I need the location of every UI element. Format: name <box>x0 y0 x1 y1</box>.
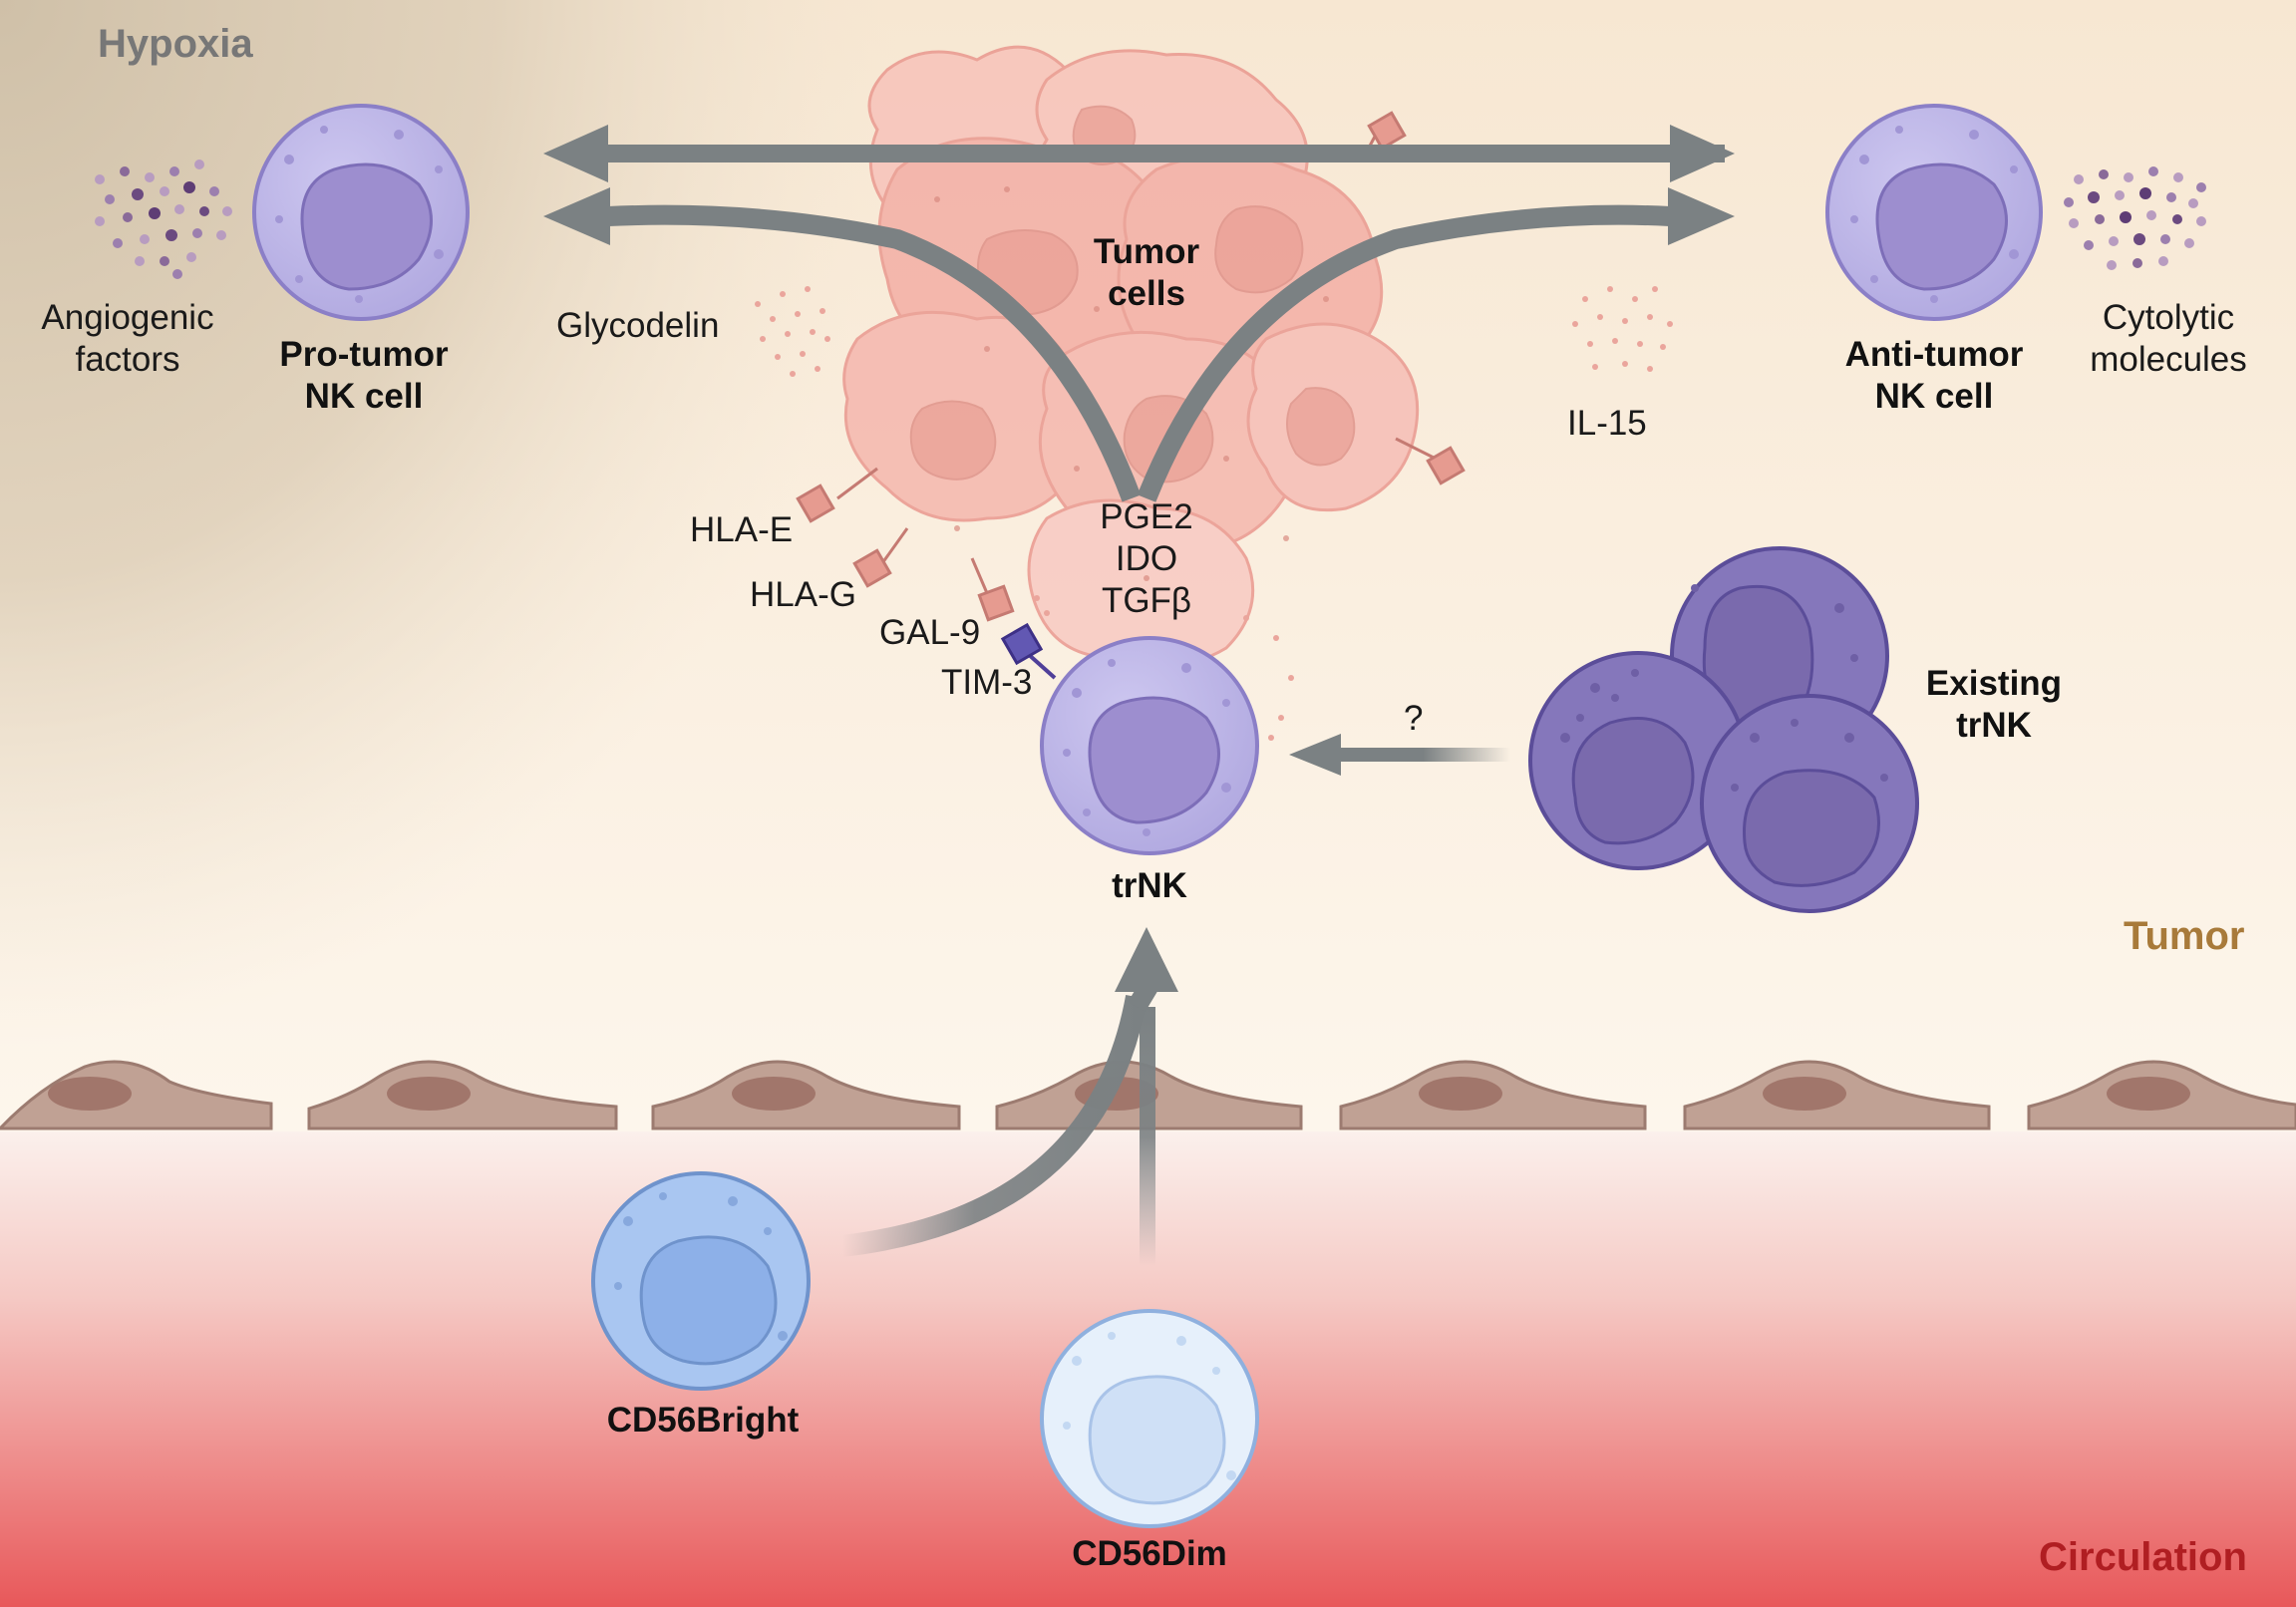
endothelial-cell <box>1339 1060 1647 1130</box>
pge2-label: PGE2 <box>1100 497 1193 536</box>
endothelial-cell <box>1683 1060 1991 1130</box>
hla-e-label: HLA-E <box>690 510 794 549</box>
soluble-factor-dots <box>1034 595 1294 741</box>
cytolytic-line2: molecules <box>2090 340 2247 379</box>
unknown-origin-marker: ? <box>1404 699 1424 738</box>
anti-tumor-nk-label: Anti-tumor NK cell <box>1834 334 2034 418</box>
cd56bright-cell <box>591 1171 811 1391</box>
tgfb-label: TGFβ <box>1101 581 1192 620</box>
curved-arrow-to-anti-tumor <box>1137 187 1735 502</box>
existing-trnk-label-line2: trNK <box>1956 706 2032 745</box>
arrow-cd56dim-to-trnk <box>1140 1007 1155 1266</box>
arrow-head-up <box>1115 927 1178 992</box>
existing-trnk-cell <box>1700 694 1919 913</box>
pro-tumor-nk-cell <box>252 104 470 321</box>
angiogenic-factor-dots <box>95 160 232 279</box>
anti-tumor-label-line1: Anti-tumor <box>1844 335 2024 374</box>
tumor-nucleus <box>1286 387 1356 467</box>
ido-label: IDO <box>1115 539 1178 578</box>
pro-tumor-nk-label: Pro-tumor NK cell <box>264 334 464 418</box>
endothelial-cell <box>307 1060 618 1130</box>
existing-trnk-cell <box>1528 651 1748 870</box>
soluble-factors-label: PGE2 IDO TGFβ <box>1087 496 1206 622</box>
cd56dim-label: CD56Dim <box>1072 1534 1227 1573</box>
anti-tumor-nk-cell <box>1825 104 2043 321</box>
endothelial-cell <box>651 1060 961 1130</box>
pro-tumor-label-line2: NK cell <box>304 377 424 416</box>
trnk-label: trNK <box>1112 866 1187 905</box>
il15-dots <box>1572 286 1673 372</box>
arrow-cd56bright-to-trnk <box>840 995 1148 1257</box>
cytolytic-molecule-dots <box>2064 166 2206 270</box>
tumor-cells-label-line2: cells <box>1108 274 1185 313</box>
tumor-cell <box>1027 498 1255 668</box>
hla-g-label: HLA-G <box>750 575 856 614</box>
cd56dim-cell <box>1040 1309 1259 1528</box>
pro-tumor-label-line1: Pro-tumor <box>279 335 449 374</box>
tim3-label: TIM-3 <box>941 663 1033 702</box>
endothelium-layer <box>0 1060 2296 1130</box>
trnk-cell <box>1040 636 1259 855</box>
tumor-cells-label-line1: Tumor <box>1093 232 1200 271</box>
arrow-existing-to-trnk <box>1289 734 1510 776</box>
cytolytic-molecules-label: Cytolytic molecules <box>2069 297 2268 381</box>
glycodelin-label: Glycodelin <box>556 306 720 345</box>
tumor-cells-label: Tumor cells <box>1087 231 1206 315</box>
cd56bright-label: CD56Bright <box>606 1401 800 1440</box>
tim3-receptor <box>1000 622 1057 680</box>
hypoxia-label: Hypoxia <box>98 22 253 66</box>
existing-trnk-cluster <box>1528 546 1919 913</box>
curved-arrow-to-pro-tumor <box>543 187 1142 502</box>
arrows <box>543 125 1735 1266</box>
tumor-cells-cluster <box>842 45 1420 668</box>
cytolytic-line1: Cytolytic <box>2102 298 2235 337</box>
gal9-label: GAL-9 <box>879 613 981 652</box>
circulation-label: Circulation <box>2039 1535 2247 1579</box>
il15-label: IL-15 <box>1567 404 1647 443</box>
tumor-nucleus <box>1214 205 1304 294</box>
endothelial-cell <box>0 1060 273 1130</box>
angiogenic-factors-label: Angiogenic factors <box>28 297 227 381</box>
tumor-label: Tumor <box>2124 914 2245 958</box>
angiogenic-line2: factors <box>75 340 180 379</box>
angiogenic-line1: Angiogenic <box>41 298 214 337</box>
double-arrow <box>543 125 1735 182</box>
existing-trnk-label-line1: Existing <box>1925 664 2063 703</box>
anti-tumor-label-line2: NK cell <box>1874 377 1994 416</box>
tumor-nucleus <box>909 400 997 481</box>
tumor-granules <box>934 186 1329 581</box>
receptors <box>796 111 1466 622</box>
endothelial-cell <box>2027 1060 2296 1130</box>
existing-trnk-label: Existing trNK <box>1909 663 2079 747</box>
glycodelin-dots <box>755 286 830 377</box>
